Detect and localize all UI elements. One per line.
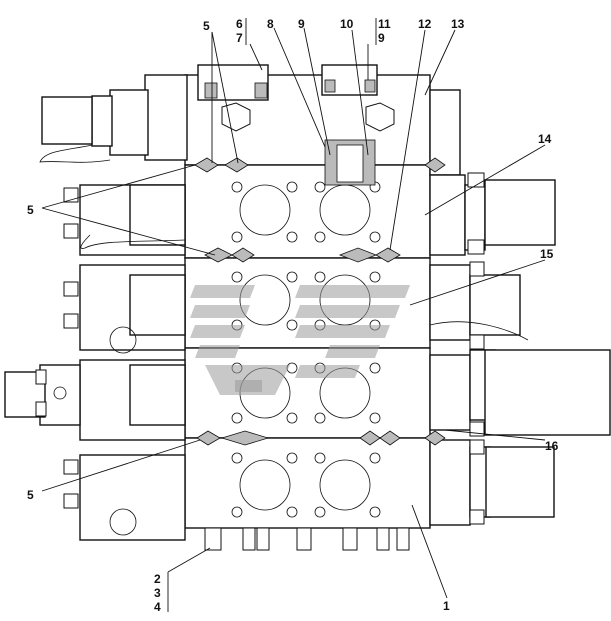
callout-8: 8 (267, 17, 274, 31)
callout-13: 13 (451, 17, 465, 31)
callout-5-bottom: 5 (27, 488, 34, 502)
valve-body (4, 64, 611, 551)
callout-6: 6 (236, 17, 243, 31)
callout-11: 11 (378, 17, 391, 31)
callout-15: 15 (540, 247, 554, 261)
callout-labels: 5 6 7 8 9 10 11 9 12 13 14 5 15 16 5 2 3… (27, 17, 559, 614)
callout-5-left: 5 (27, 203, 34, 217)
callout-5-top: 5 (203, 19, 210, 33)
leader-lines (41, 18, 546, 612)
manufacturer-logo-watermark (190, 285, 410, 395)
callout-16: 16 (545, 439, 559, 453)
callout-10: 10 (340, 17, 354, 31)
callout-2: 2 (154, 572, 161, 586)
callout-9: 9 (298, 17, 305, 31)
callout-7: 7 (236, 31, 243, 45)
callout-1: 1 (443, 599, 450, 613)
callout-9-lower: 9 (378, 31, 385, 45)
callout-4: 4 (154, 600, 161, 614)
callout-12: 12 (418, 17, 432, 31)
callout-3: 3 (154, 586, 161, 600)
callout-14: 14 (538, 132, 552, 146)
